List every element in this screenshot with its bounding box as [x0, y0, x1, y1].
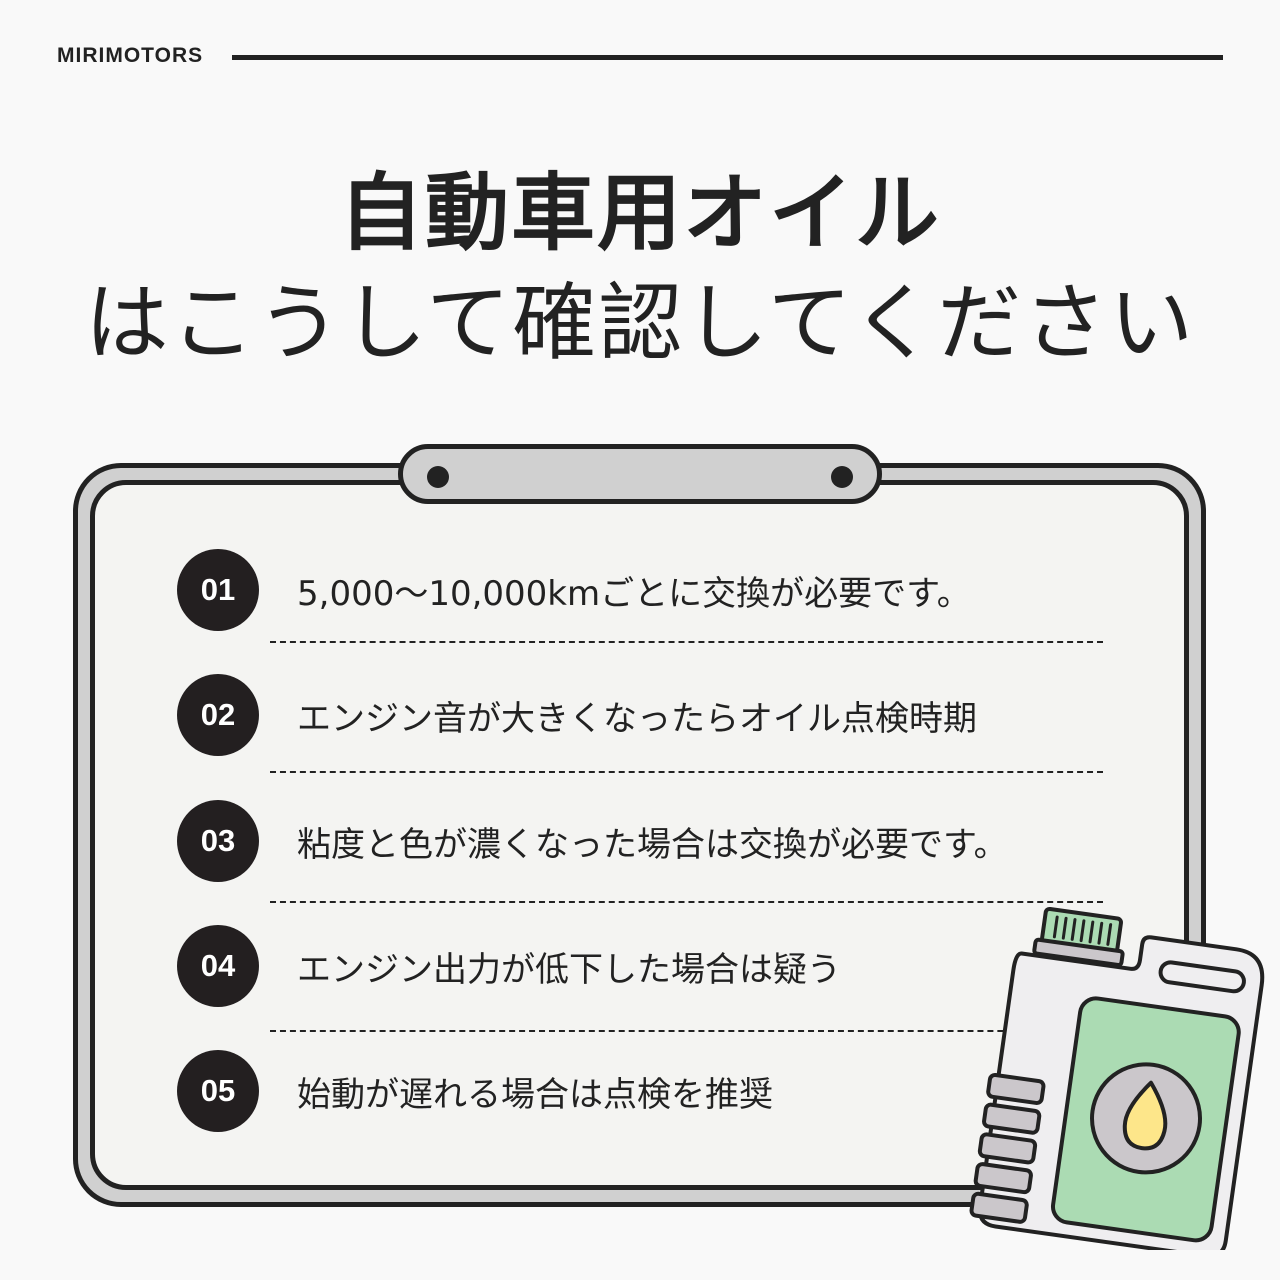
brand-name: MIRIMOTORS [57, 44, 204, 67]
list-item: 01 5,000〜10,000kmごとに交換が必要です。 [177, 549, 1107, 631]
step-number-badge: 03 [177, 800, 259, 882]
list-item: 04 エンジン出力が低下した場合は疑う [177, 925, 1107, 1007]
header-rule [232, 55, 1223, 60]
page-subtitle: はこうして確認してください [84, 274, 1196, 372]
divider [270, 901, 1103, 903]
list-item-text: 5,000〜10,000kmごとに交換が必要です。 [297, 573, 971, 614]
oil-can-icon [969, 906, 1265, 1250]
step-number-badge: 05 [177, 1050, 259, 1132]
list-item-text: エンジン出力が低下した場合は疑う [297, 949, 841, 990]
list-item: 02 エンジン音が大きくなったらオイル点検時期 [177, 674, 1107, 756]
list-item: 05 始動が遅れる場合は点検を推奨 [177, 1050, 1107, 1132]
clipboard-frame [73, 463, 1206, 1207]
clip-rivet-icon [831, 466, 853, 488]
clipboard-clip [398, 444, 882, 504]
divider [270, 1030, 1103, 1032]
step-number-badge: 04 [177, 925, 259, 1007]
step-number-badge: 01 [177, 549, 259, 631]
list-item-text: 粘度と色が濃くなった場合は交換が必要です。 [297, 824, 1008, 865]
page-title: 自動車用オイル [338, 164, 941, 262]
list-item-text: エンジン音が大きくなったらオイル点検時期 [297, 698, 977, 739]
list-item: 03 粘度と色が濃くなった場合は交換が必要です。 [177, 800, 1107, 882]
step-number-badge: 02 [177, 674, 259, 756]
list-item-text: 始動が遅れる場合は点検を推奨 [297, 1074, 773, 1115]
clip-rivet-icon [427, 466, 449, 488]
divider [270, 771, 1103, 773]
divider [270, 641, 1103, 643]
